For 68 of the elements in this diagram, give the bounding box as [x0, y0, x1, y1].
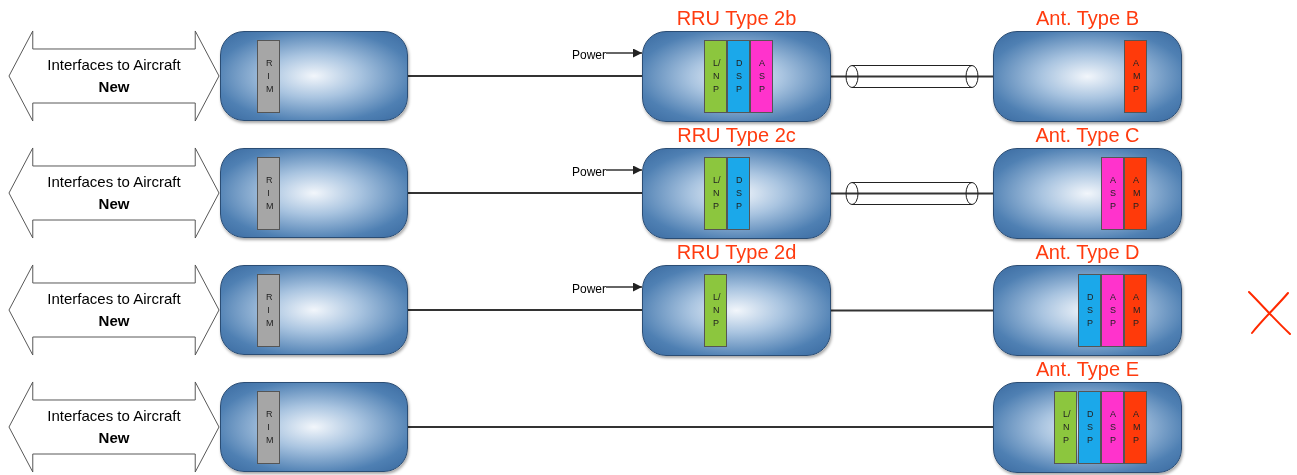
module-strip — [704, 157, 727, 230]
connector-line — [830, 75, 994, 78]
arrow — [605, 282, 643, 292]
power-label: Power — [572, 165, 606, 179]
strip-label: ASP — [1110, 407, 1115, 447]
arrow — [605, 48, 643, 58]
module-box — [220, 148, 408, 238]
strip-label: DSP — [736, 56, 741, 96]
strip-label: DSP — [1087, 290, 1092, 330]
module-strip — [1124, 157, 1147, 230]
unit-heading: RRU Type 2b — [675, 6, 798, 31]
module-strip — [1078, 274, 1101, 347]
strip-label: ASP — [1110, 173, 1115, 213]
strip-label: RIM — [266, 290, 271, 330]
module-strip — [1054, 391, 1077, 464]
module-strip — [257, 274, 280, 347]
strip-label: AMP — [1133, 56, 1138, 96]
connector-line — [407, 192, 643, 194]
module-strip — [1124, 40, 1147, 113]
power-label: Power — [572, 282, 606, 296]
strip-label: ASP — [759, 56, 764, 96]
strip-label: AMP — [1133, 173, 1138, 213]
module-strip — [257, 40, 280, 113]
status-label: New — [98, 312, 130, 330]
unit-heading: Ant. Type E — [1035, 357, 1140, 382]
module-strip — [1101, 391, 1124, 464]
strip-label: AMP — [1133, 290, 1138, 330]
strip-label: RIM — [266, 173, 271, 213]
interface-label: Interfaces to Aircraft — [47, 56, 181, 74]
unit-heading: Ant. Type D — [1034, 240, 1141, 265]
strip-label: AMP — [1133, 407, 1138, 447]
status-label: New — [98, 78, 130, 96]
connector-line — [407, 426, 994, 428]
status-label: New — [98, 195, 130, 213]
module-strip — [257, 391, 280, 464]
unit-heading: RRU Type 2c — [676, 123, 797, 148]
module-box — [220, 265, 408, 355]
connector-line — [407, 309, 643, 311]
strip-label: RIM — [266, 56, 271, 96]
module-strip — [727, 157, 750, 230]
unit-heading: RRU Type 2d — [675, 240, 798, 265]
module-strip — [727, 40, 750, 113]
strip-label: RIM — [266, 407, 271, 447]
arrow — [605, 165, 643, 175]
interface-label: Interfaces to Aircraft — [47, 290, 181, 308]
strip-label: DSP — [736, 173, 741, 213]
module-box — [220, 31, 408, 121]
module-strip — [1078, 391, 1101, 464]
module-strip — [1101, 274, 1124, 347]
module-strip — [750, 40, 773, 113]
connector-line — [830, 192, 994, 195]
module-strip — [704, 274, 727, 347]
module-strip — [1101, 157, 1124, 230]
module-strip — [257, 157, 280, 230]
unit-heading: Ant. Type B — [1035, 6, 1140, 31]
interface-label: Interfaces to Aircraft — [47, 407, 181, 425]
strip-label: DSP — [1087, 407, 1092, 447]
strip-label: ASP — [1110, 290, 1115, 330]
connector-line — [407, 75, 643, 77]
module-box — [220, 382, 408, 472]
module-strip — [704, 40, 727, 113]
interface-label: Interfaces to Aircraft — [47, 173, 181, 191]
module-strip — [1124, 391, 1147, 464]
connector-line — [830, 309, 994, 312]
module-strip — [1124, 274, 1147, 347]
unit-heading: Ant. Type C — [1034, 123, 1141, 148]
status-label: New — [98, 429, 130, 447]
power-label: Power — [572, 48, 606, 62]
